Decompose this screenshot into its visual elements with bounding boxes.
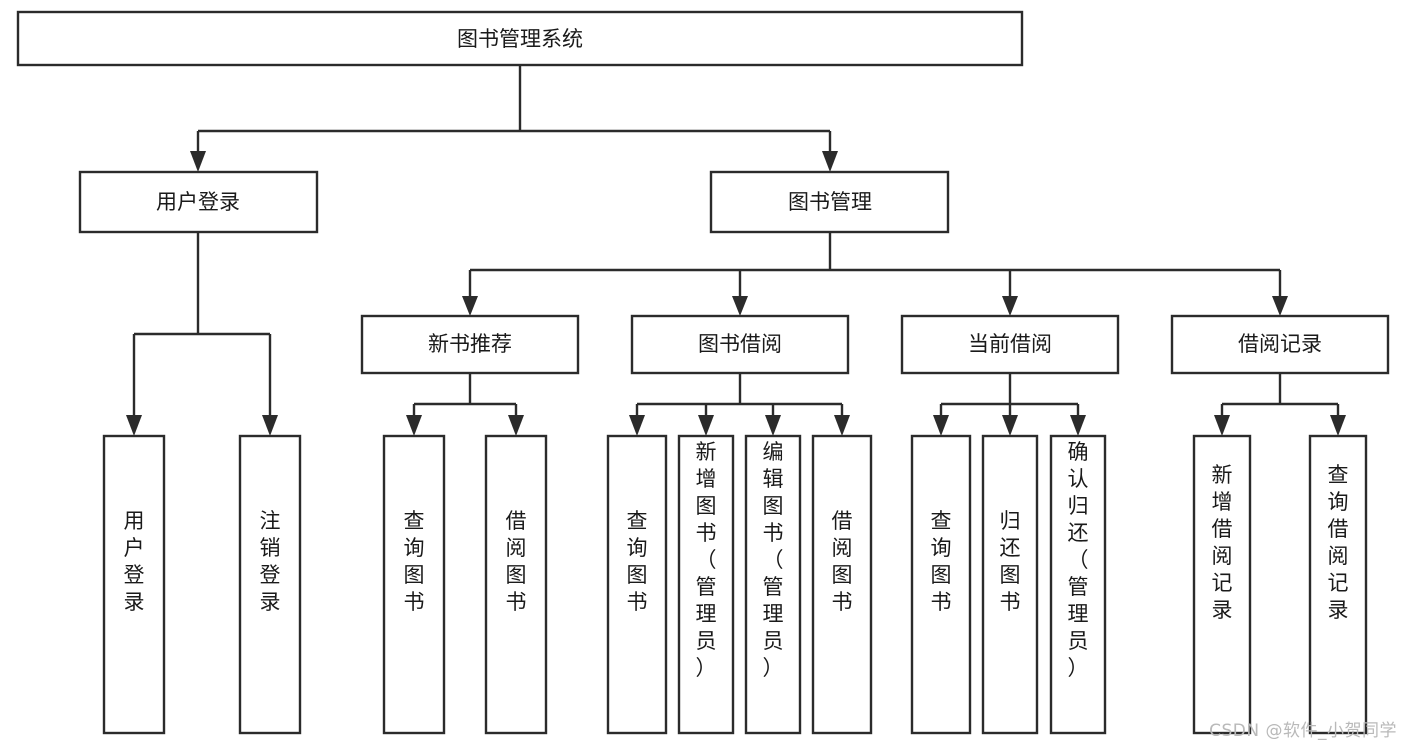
arrow-head-leaf-user-login	[126, 415, 142, 436]
arrow-head-leaf-add-record	[1214, 415, 1230, 436]
arrow-head-leaf-query-book-1	[406, 415, 422, 436]
node-leaf-add-book-box[interactable]	[677, 434, 735, 735]
node-new-book-recommend[interactable]: 新书推荐	[360, 314, 580, 375]
node-leaf-return-book[interactable]: 归还图书	[981, 434, 1039, 735]
node-borrow-record-box[interactable]	[1170, 314, 1390, 375]
node-leaf-query-book-3-label: 查询图书	[931, 509, 952, 614]
node-root-label: 图书管理系统	[457, 27, 583, 51]
node-leaf-query-record-box[interactable]	[1308, 434, 1368, 735]
node-leaf-query-book-3-box[interactable]	[910, 434, 972, 735]
arrow-head-new-book-recommend	[462, 296, 478, 316]
node-borrow-record[interactable]: 借阅记录	[1170, 314, 1390, 375]
node-current-borrow-label: 当前借阅	[968, 332, 1052, 356]
arrow-head-borrow-record	[1272, 296, 1288, 316]
arrow-head-leaf-add-book	[698, 415, 714, 436]
node-leaf-edit-book-label: 编辑图书（管理员）	[763, 440, 784, 680]
node-leaf-return-book-label: 归还图书	[1000, 509, 1021, 614]
node-leaf-logout-label: 注销登录	[260, 509, 281, 614]
node-user-login[interactable]: 用户登录	[78, 170, 319, 234]
arrow-head-leaf-query-record	[1330, 415, 1346, 436]
node-leaf-borrow-book-1-box[interactable]	[484, 434, 548, 735]
node-user-login-label: 用户登录	[156, 190, 240, 214]
node-leaf-user-login[interactable]: 用户登录	[102, 434, 166, 735]
node-leaf-borrow-book-1-label: 借阅图书	[506, 509, 527, 614]
arrow-head-leaf-return-book	[1002, 415, 1018, 436]
node-book-borrow-box[interactable]	[630, 314, 850, 375]
node-leaf-add-book[interactable]: 新增图书（管理员）	[677, 434, 735, 735]
node-leaf-query-book-2-box[interactable]	[606, 434, 668, 735]
node-leaf-add-record[interactable]: 新增借阅记录	[1192, 434, 1252, 735]
arrow-head-leaf-confirm-return	[1070, 415, 1086, 436]
node-leaf-borrow-book-1[interactable]: 借阅图书	[484, 434, 548, 735]
node-leaf-query-book-1-box[interactable]	[382, 434, 446, 735]
node-leaf-user-login-box[interactable]	[102, 434, 166, 735]
connector-layer	[126, 65, 1346, 436]
node-leaf-confirm-return-label: 确认归还（管理员）	[1068, 440, 1089, 680]
node-new-book-recommend-label: 新书推荐	[428, 332, 512, 356]
node-leaf-edit-book-box[interactable]	[744, 434, 802, 735]
node-leaf-query-book-1-label: 查询图书	[404, 509, 425, 614]
node-root[interactable]: 图书管理系统	[16, 10, 1024, 67]
node-leaf-borrow-book-2-box[interactable]	[811, 434, 873, 735]
arrow-head-leaf-borrow-book-1	[508, 415, 524, 436]
arrow-head-leaf-edit-book	[765, 415, 781, 436]
arrow-head-leaf-query-book-3	[933, 415, 949, 436]
arrow-head-current-borrow	[1002, 296, 1018, 316]
node-leaf-add-record-label: 新增借阅记录	[1212, 463, 1233, 622]
node-leaf-query-book-2[interactable]: 查询图书	[606, 434, 668, 735]
node-leaf-return-book-box[interactable]	[981, 434, 1039, 735]
node-leaf-borrow-book-2-label: 借阅图书	[832, 509, 853, 614]
node-new-book-recommend-box[interactable]	[360, 314, 580, 375]
node-leaf-logout[interactable]: 注销登录	[238, 434, 302, 735]
node-leaf-query-book-2-label: 查询图书	[627, 509, 648, 614]
node-leaf-query-record-label: 查询借阅记录	[1328, 463, 1349, 622]
arrow-head-leaf-logout	[262, 415, 278, 436]
node-leaf-borrow-book-2[interactable]: 借阅图书	[811, 434, 873, 735]
node-leaf-query-book-1[interactable]: 查询图书	[382, 434, 446, 735]
node-book-borrow[interactable]: 图书借阅	[630, 314, 850, 375]
node-book-manage-label: 图书管理	[788, 190, 872, 214]
node-leaf-query-record[interactable]: 查询借阅记录	[1308, 434, 1368, 735]
arrow-head-leaf-query-book-2	[629, 415, 645, 436]
node-leaf-add-book-label: 新增图书（管理员）	[696, 440, 717, 680]
arrow-head-user-login	[190, 151, 206, 172]
node-book-manage-box[interactable]	[709, 170, 950, 234]
node-book-manage[interactable]: 图书管理	[709, 170, 950, 234]
node-book-borrow-label: 图书借阅	[698, 332, 782, 356]
node-current-borrow[interactable]: 当前借阅	[900, 314, 1120, 375]
node-borrow-record-label: 借阅记录	[1238, 332, 1322, 356]
node-leaf-edit-book[interactable]: 编辑图书（管理员）	[744, 434, 802, 735]
node-current-borrow-box[interactable]	[900, 314, 1120, 375]
node-user-login-box[interactable]	[78, 170, 319, 234]
node-leaf-add-record-box[interactable]	[1192, 434, 1252, 735]
arrow-head-book-manage	[822, 151, 838, 172]
node-leaf-user-login-label: 用户登录	[124, 509, 145, 614]
node-leaf-confirm-return[interactable]: 确认归还（管理员）	[1049, 434, 1107, 735]
node-root-box[interactable]	[16, 10, 1024, 67]
csdn-watermark: CSDN @软件_小贺同学	[1209, 721, 1397, 741]
node-leaf-confirm-return-box[interactable]	[1049, 434, 1107, 735]
node-leaf-query-book-3[interactable]: 查询图书	[910, 434, 972, 735]
arrow-head-leaf-borrow-book-2	[834, 415, 850, 436]
node-leaf-logout-box[interactable]	[238, 434, 302, 735]
arrow-head-book-borrow	[732, 296, 748, 316]
